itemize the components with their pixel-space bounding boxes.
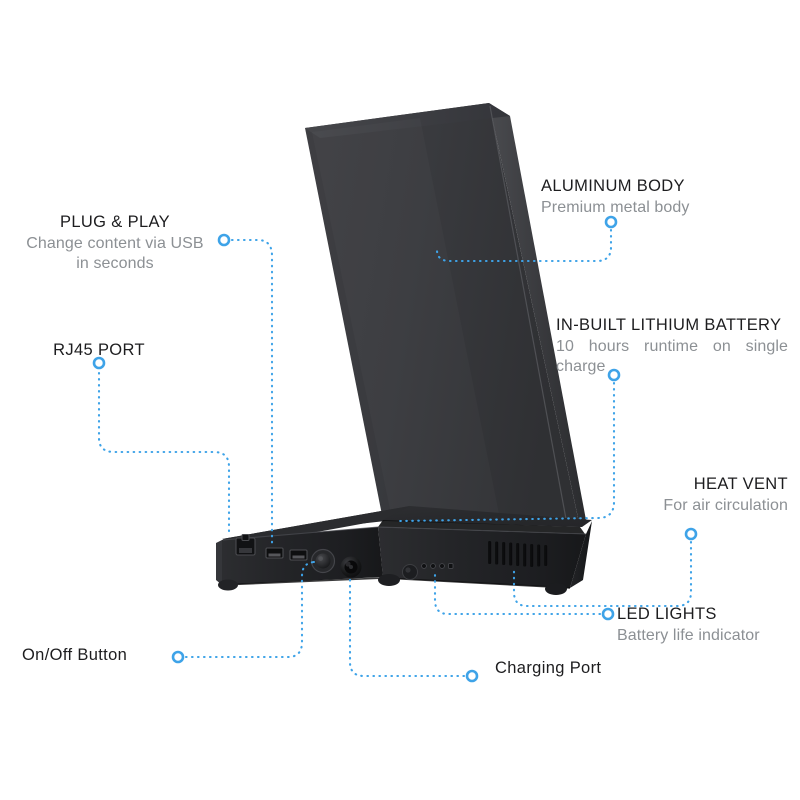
power-button: [310, 548, 336, 574]
usb-port-1: [265, 547, 284, 559]
display-panel: [305, 103, 586, 527]
callout-plug-and-play-title: PLUG & PLAY: [60, 213, 170, 231]
heat-vent: [488, 541, 548, 567]
usb-port-2: [289, 549, 308, 561]
callout-charging-port[interactable]: Charging Port: [495, 658, 695, 679]
foot-left: [218, 579, 238, 591]
rj45-jack: [235, 534, 256, 556]
charging-jack: [340, 556, 362, 578]
callout-lithium-battery[interactable]: IN-BUILT LITHIUM BATTERY 10 hours runtim…: [556, 315, 788, 377]
callout-rj45-port[interactable]: RJ45 PORT: [24, 340, 174, 361]
callout-heat-vent[interactable]: HEAT VENT For air circulation: [540, 474, 788, 516]
small-button: [402, 564, 418, 580]
callout-aluminum-body-subtitle: Premium metal body: [541, 199, 690, 217]
callout-plug-and-play-subtitle: Change content via USB in seconds: [26, 235, 204, 273]
callout-rj45-port-title: RJ45 PORT: [53, 341, 145, 359]
callout-led-lights[interactable]: LED LIGHTS Battery life indicator: [617, 604, 800, 646]
callout-plug-and-play[interactable]: PLUG & PLAY Change content via USB in se…: [20, 212, 210, 274]
base-deck-shadow: [378, 520, 585, 534]
foot-right: [545, 583, 567, 595]
callout-led-lights-title: LED LIGHTS: [617, 605, 717, 623]
base-top-highlight: [222, 526, 587, 541]
callout-heat-vent-title: HEAT VENT: [693, 475, 788, 493]
callout-led-lights-subtitle: Battery life indicator: [617, 627, 760, 645]
callout-on-off-button[interactable]: On/Off Button: [22, 645, 182, 666]
base-left-cap: [216, 540, 222, 585]
panel-top-edge: [305, 103, 510, 138]
callout-on-off-button-title: On/Off Button: [22, 646, 128, 664]
callout-aluminum-body-title: ALUMINUM BODY: [541, 177, 685, 195]
callout-charging-port-title: Charging Port: [495, 659, 602, 677]
callout-aluminum-body[interactable]: ALUMINUM BODY Premium metal body: [541, 176, 791, 218]
callout-lithium-battery-title: IN-BUILT LITHIUM BATTERY: [556, 316, 782, 334]
callout-heat-vent-subtitle: For air circulation: [663, 497, 788, 515]
callout-lithium-battery-subtitle: 10 hours runtime on single charge: [556, 338, 788, 376]
led-indicators: [421, 563, 454, 569]
foot-center: [378, 574, 400, 586]
